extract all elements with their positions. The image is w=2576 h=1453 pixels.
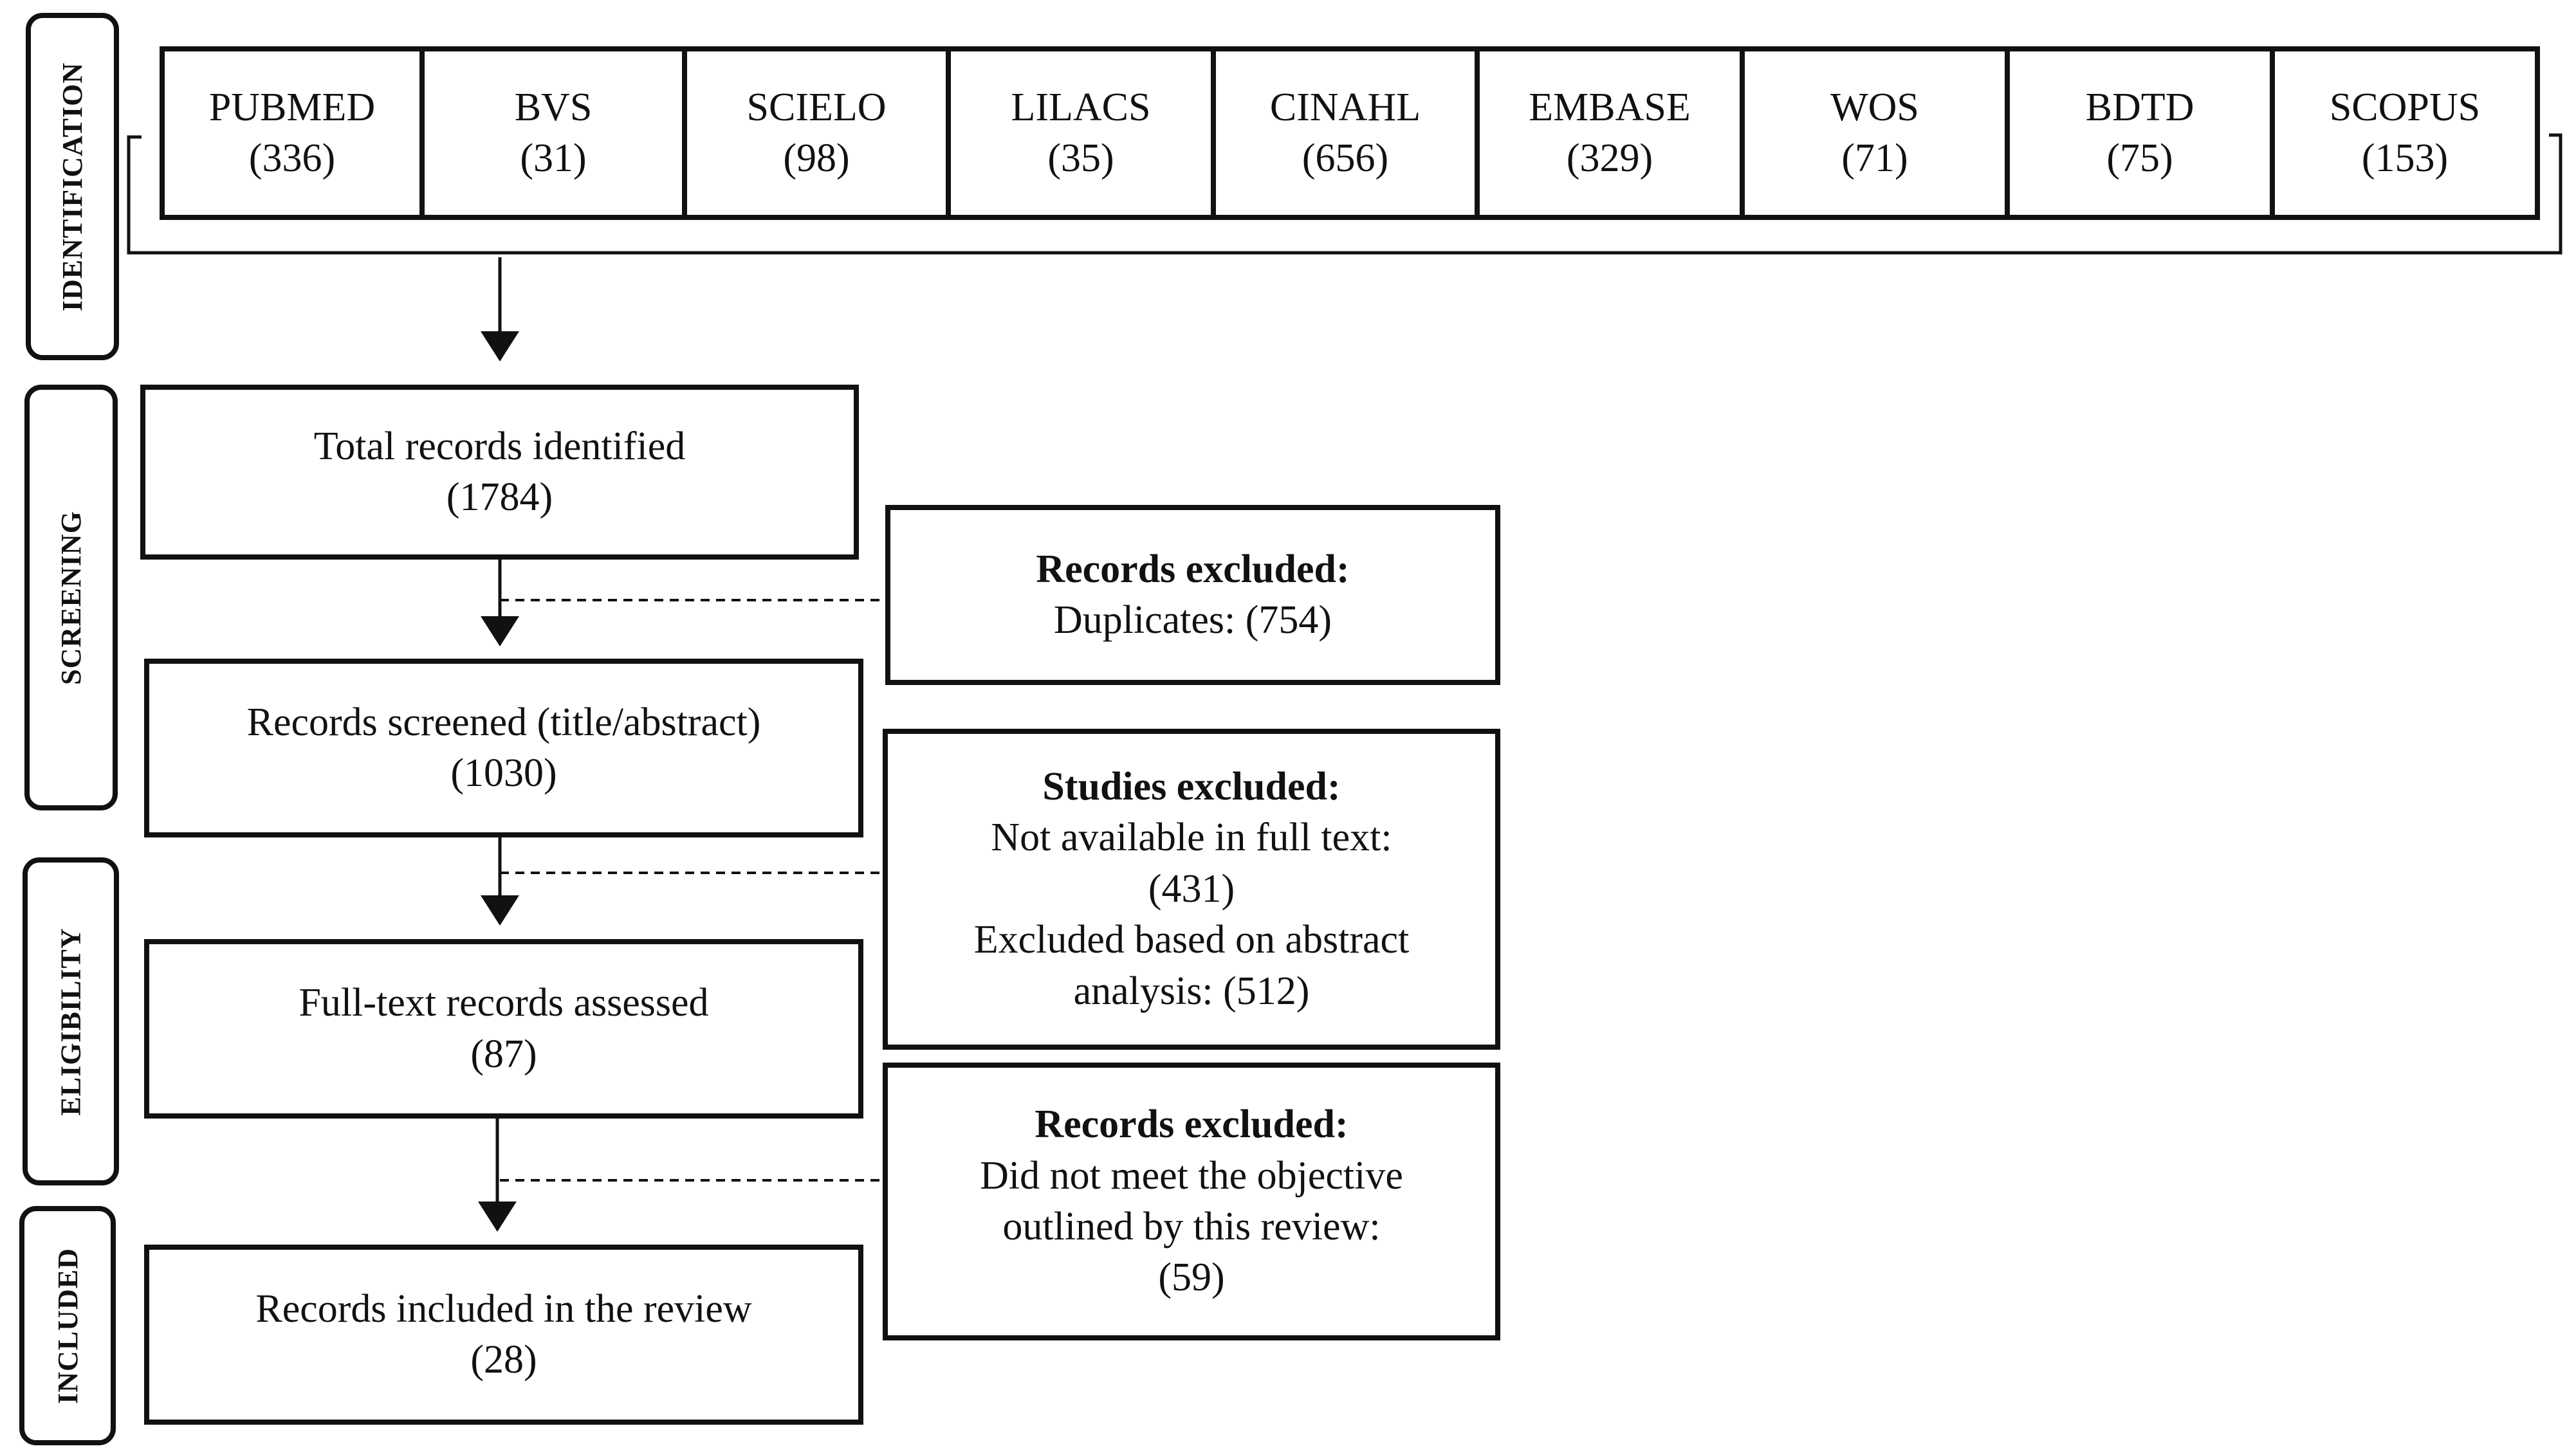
total-records-label: Total records identified — [313, 424, 686, 468]
identification-bracket — [127, 133, 2562, 255]
fulltext-records-box: Full-text records assessed (87) — [144, 939, 863, 1119]
studies-excluded-title: Studies excluded: — [1042, 765, 1341, 809]
screened-records-count: (1030) — [450, 751, 557, 795]
source-count: (329) — [1566, 136, 1653, 180]
fulltext-records-label: Full-text records assessed — [299, 981, 709, 1025]
source-count: (35) — [1047, 136, 1114, 180]
stage-eligibility-label: ELIGIBILITY — [55, 927, 87, 1116]
source-name: SCOPUS — [2329, 85, 2481, 129]
included-records-box: Records included in the review (28) — [144, 1245, 863, 1425]
screened-records-box: Records screened (title/abstract) (1030) — [144, 659, 863, 837]
included-records-count: (28) — [470, 1338, 537, 1382]
source-scielo: SCIELO (98) — [682, 46, 951, 220]
objective-excluded-title: Records excluded: — [1035, 1102, 1348, 1147]
source-count: (336) — [248, 136, 336, 180]
source-name: SCIELO — [746, 85, 887, 129]
objective-excluded-box: Records excluded: Did not meet the objec… — [883, 1063, 1500, 1340]
source-bvs: BVS (31) — [419, 46, 687, 220]
studies-excluded-line: (431) — [1148, 866, 1235, 911]
source-name: BDTD — [2085, 85, 2194, 129]
source-count: (98) — [783, 136, 850, 180]
source-name: CINAHL — [1269, 85, 1421, 129]
fulltext-records-count: (87) — [470, 1032, 537, 1076]
source-lilacs: LILACS (35) — [946, 46, 1216, 220]
source-cinahl: CINAHL (656) — [1211, 46, 1480, 220]
stage-identification-label: IDENTIFICATION — [57, 62, 88, 311]
stage-identification: IDENTIFICATION — [26, 13, 119, 360]
source-embase: EMBASE (329) — [1475, 46, 1745, 220]
included-records-label: Records included in the review — [255, 1286, 752, 1331]
studies-excluded-line: Not available in full text: — [991, 816, 1392, 860]
stage-screening-label: SCREENING — [55, 510, 87, 685]
studies-excluded-box: Studies excluded: Not available in full … — [883, 729, 1500, 1050]
screened-records-label: Records screened (title/abstract) — [246, 700, 761, 744]
duplicates-excluded-box: Records excluded: Duplicates: (754) — [885, 505, 1500, 685]
duplicates-excluded-text: Duplicates: (754) — [1053, 598, 1332, 642]
studies-excluded-line: Excluded based on abstract — [973, 918, 1410, 962]
source-count: (31) — [520, 136, 587, 180]
objective-excluded-line: outlined by this review: — [1002, 1205, 1381, 1248]
source-name: PUBMED — [208, 85, 376, 129]
source-name: WOS — [1830, 85, 1919, 129]
source-name: BVS — [514, 85, 593, 129]
source-count: (656) — [1302, 136, 1389, 180]
source-count: (75) — [2106, 136, 2173, 180]
source-name: EMBASE — [1529, 85, 1691, 129]
stage-included-label: INCLUDED — [51, 1247, 84, 1404]
duplicates-excluded-title: Records excluded: — [1036, 547, 1350, 591]
stage-screening: SCREENING — [24, 385, 118, 810]
total-records-box: Total records identified (1784) — [140, 385, 859, 560]
studies-excluded-line: analysis: (512) — [1073, 969, 1310, 1013]
source-wos: WOS (71) — [1740, 46, 2010, 220]
total-records-count: (1784) — [446, 475, 553, 519]
objective-excluded-line: (59) — [1158, 1256, 1225, 1300]
source-count: (71) — [1841, 136, 1908, 180]
source-scopus: SCOPUS (153) — [2270, 46, 2540, 220]
stage-eligibility: ELIGIBILITY — [23, 857, 119, 1185]
objective-excluded-line: Did not meet the objective — [980, 1153, 1403, 1198]
source-count: (153) — [2361, 136, 2449, 180]
source-bdtd: BDTD (75) — [2005, 46, 2275, 220]
source-pubmed: PUBMED (336) — [160, 46, 425, 220]
stage-included: INCLUDED — [19, 1206, 116, 1445]
source-name: LILACS — [1011, 85, 1151, 129]
